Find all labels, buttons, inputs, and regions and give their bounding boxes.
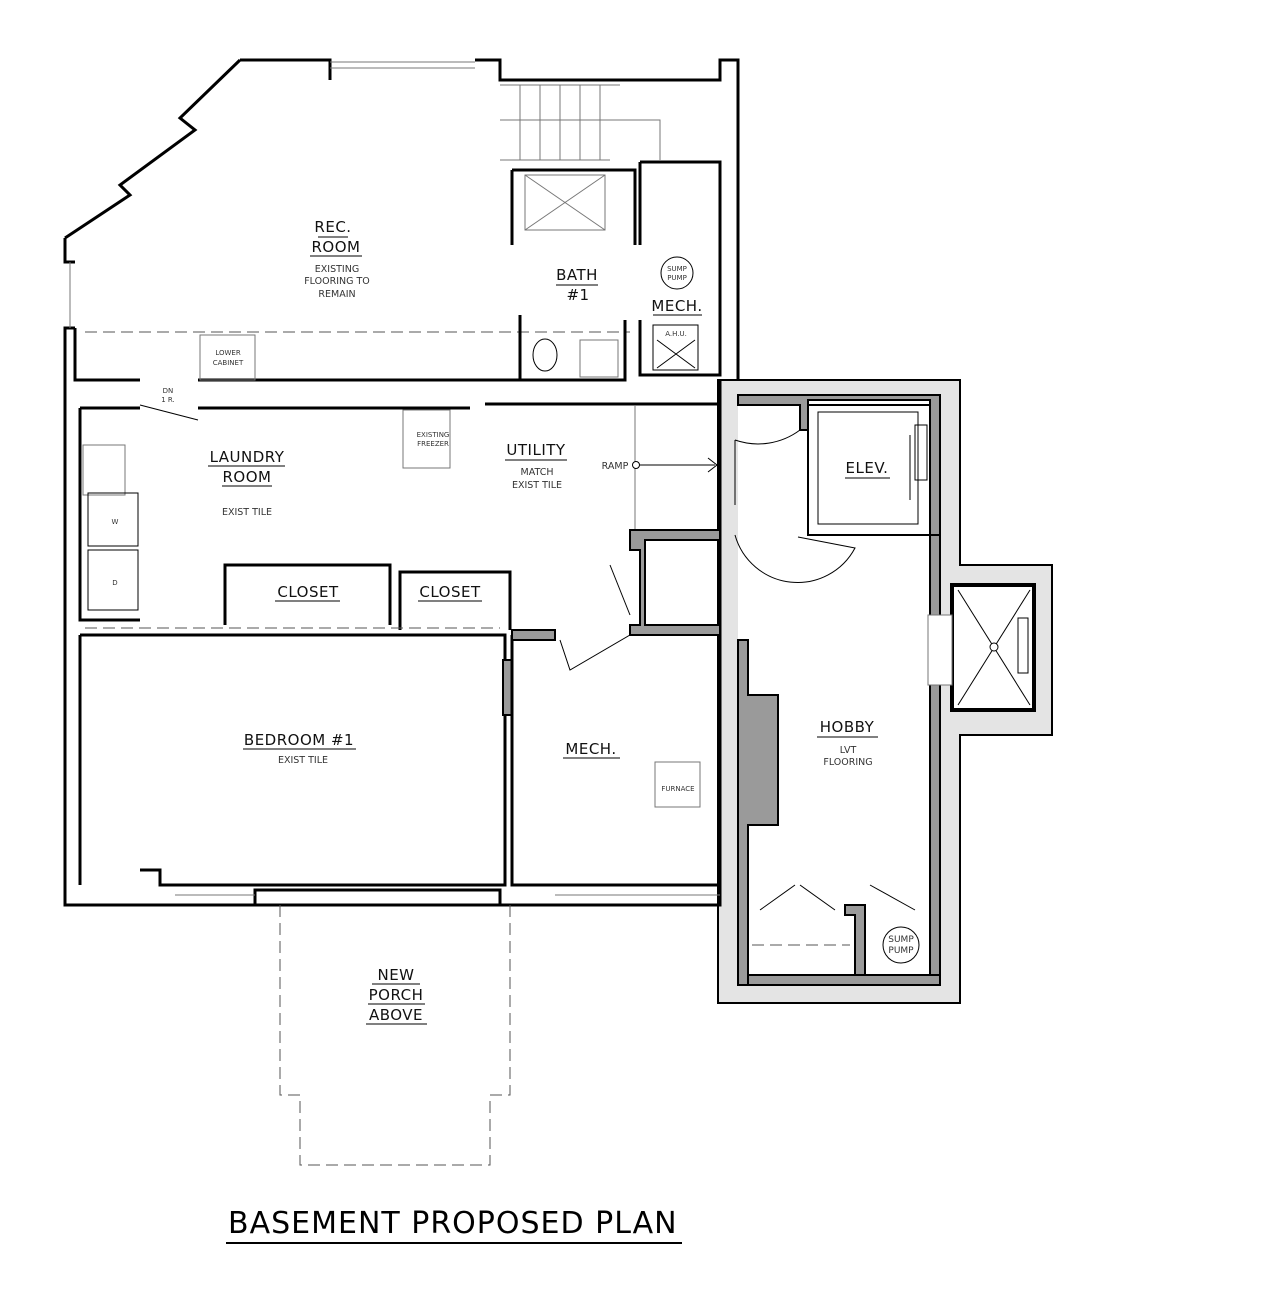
plan-title: BASEMENT PROPOSED PLAN bbox=[228, 1206, 678, 1241]
laundry-label-2: ROOM bbox=[223, 468, 272, 486]
bath-label-2: #1 bbox=[566, 286, 589, 304]
bath-label: BATH bbox=[556, 266, 598, 284]
bedroom-label: BEDROOM #1 bbox=[244, 731, 354, 749]
porch-label: PORCH bbox=[369, 986, 424, 1004]
mech-lower-label: MECH. bbox=[565, 740, 616, 758]
freezer-label: FREEZER bbox=[417, 440, 449, 448]
rec-room-note: EXISTING bbox=[315, 264, 359, 275]
sump-pump-text: PUMP bbox=[667, 274, 687, 282]
utility-note: EXIST TILE bbox=[512, 480, 562, 491]
mech-upper-label: MECH. bbox=[651, 297, 702, 315]
furnace bbox=[654, 761, 701, 808]
rec-room-label: REC. bbox=[314, 218, 351, 236]
laundry-note: EXIST TILE bbox=[222, 507, 272, 518]
washer bbox=[87, 492, 139, 547]
elev-label: ELEV. bbox=[846, 459, 889, 477]
cabinet-label: CABINET bbox=[213, 359, 244, 367]
furnace-label: FURNACE bbox=[661, 785, 694, 793]
utility-note: MATCH bbox=[521, 467, 554, 478]
sump-pump-lower-text: PUMP bbox=[888, 946, 914, 956]
closet-1-label: CLOSET bbox=[277, 583, 339, 601]
porch-outline bbox=[279, 905, 511, 1166]
hobby-wall-right bbox=[929, 534, 941, 986]
exterior-wall bbox=[63, 58, 740, 907]
rec-room-label-2: ROOM bbox=[312, 238, 361, 256]
utility-label: UTILITY bbox=[506, 441, 566, 459]
rec-room-note: REMAIN bbox=[318, 289, 355, 300]
sump-pump-lower-text: SUMP bbox=[888, 935, 914, 945]
stair-dn-label: DN bbox=[163, 387, 174, 395]
ahu bbox=[652, 324, 699, 371]
porch-label: ABOVE bbox=[369, 1006, 423, 1024]
closet-2-label: CLOSET bbox=[419, 583, 481, 601]
elevator-car bbox=[817, 411, 919, 525]
hobby-note: LVT bbox=[840, 745, 857, 756]
hobby-wall-left bbox=[737, 639, 779, 986]
dryer bbox=[87, 549, 139, 611]
existing-freezer bbox=[402, 409, 451, 469]
lower-cabinet bbox=[199, 334, 256, 381]
hobby-label: HOBBY bbox=[820, 718, 875, 736]
washer-label: W bbox=[112, 518, 119, 526]
hobby-wall-bottom bbox=[737, 974, 941, 986]
laundry-label: LAUNDRY bbox=[210, 448, 285, 466]
bedroom-note: EXIST TILE bbox=[278, 755, 328, 766]
sump-pump-lower bbox=[882, 926, 920, 964]
hobby-interior bbox=[720, 395, 940, 985]
cabinet-label: LOWER bbox=[215, 349, 241, 357]
dryer-label: D bbox=[112, 579, 117, 587]
hobby-note: FLOORING bbox=[823, 757, 872, 768]
stair-dn-label: 1 R. bbox=[161, 396, 175, 404]
ahu-label: A.H.U. bbox=[665, 330, 687, 338]
porch-label: NEW bbox=[377, 966, 414, 984]
rec-room-note: FLOORING TO bbox=[304, 276, 370, 287]
freezer-label: EXISTING bbox=[417, 431, 450, 439]
sump-pump-upper bbox=[660, 256, 694, 290]
sump-pump-text: SUMP bbox=[667, 265, 687, 273]
ramp-label: RAMP bbox=[602, 461, 629, 472]
